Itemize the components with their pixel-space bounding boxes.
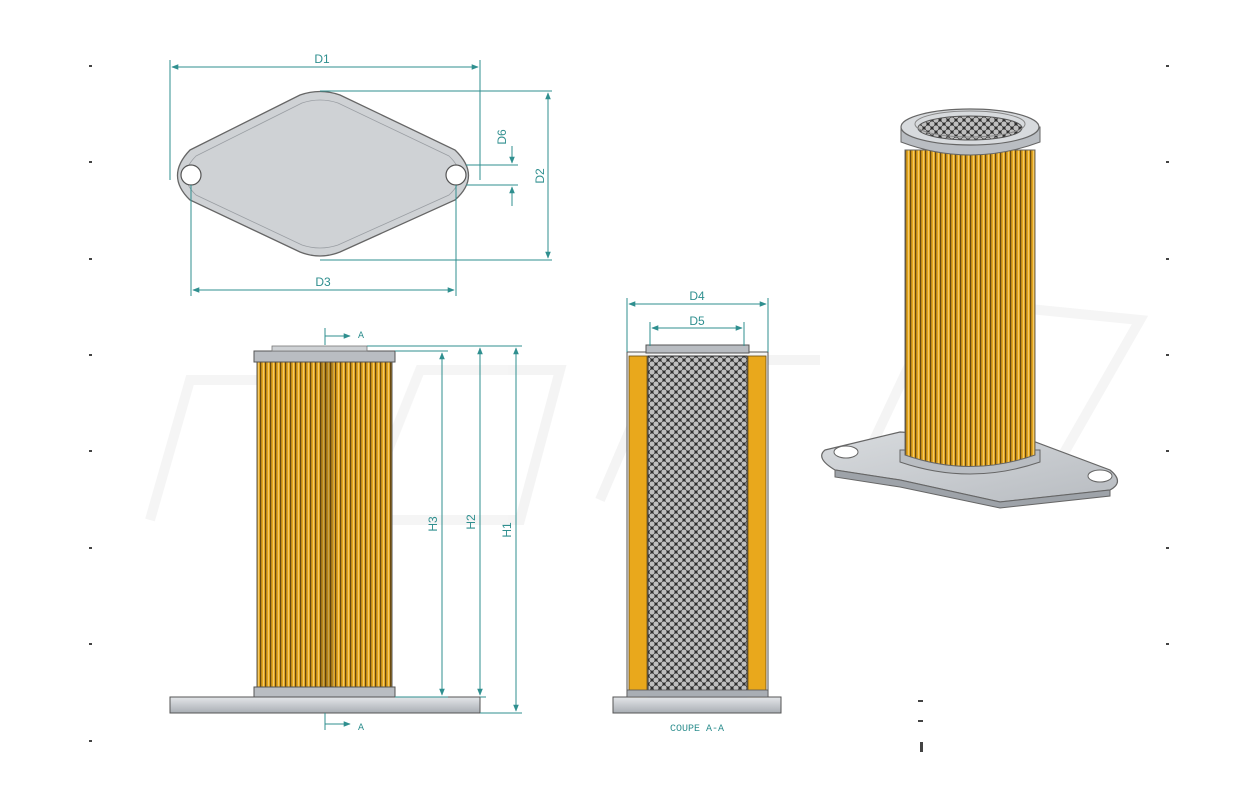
filter-isometric-view [821,108,1119,509]
h2-label: H2 [464,514,478,530]
d5-label: D5 [689,314,705,328]
dimension-h2: H2 [367,345,486,698]
section-mark-top: A [358,331,364,342]
d4-label: D4 [689,289,705,303]
dimension-d1: D1 [169,52,481,180]
section-caption: COUPE A-A [670,724,724,735]
bolt-hole-left [180,164,202,186]
h1-label: H1 [500,522,514,538]
filter-front-view [169,345,481,714]
dimension-h1: H1 [480,345,522,714]
dimension-h3: H3 [395,350,448,698]
dimension-d5: D5 [649,314,745,346]
dimension-d2: D2 [320,90,552,261]
section-mark-bottom: A [358,723,364,734]
filter-section-view: COUPE A-A [612,344,782,735]
iso-bolt-hole-left [833,445,859,459]
d6-label: D6 [495,129,509,145]
frame-ticks [89,65,1169,752]
h3-label: H3 [426,516,440,532]
section-line-a: A A [324,328,364,734]
d1-label: D1 [314,52,330,66]
flange-top-view [176,90,469,257]
dimension-d3: D3 [190,185,457,296]
dimension-d6: D6 [466,129,518,206]
d2-label: D2 [533,168,547,184]
bolt-hole-right [445,164,467,186]
iso-bolt-hole-right [1087,469,1113,483]
dimension-d4: D4 [626,289,769,352]
d3-label: D3 [315,275,331,289]
